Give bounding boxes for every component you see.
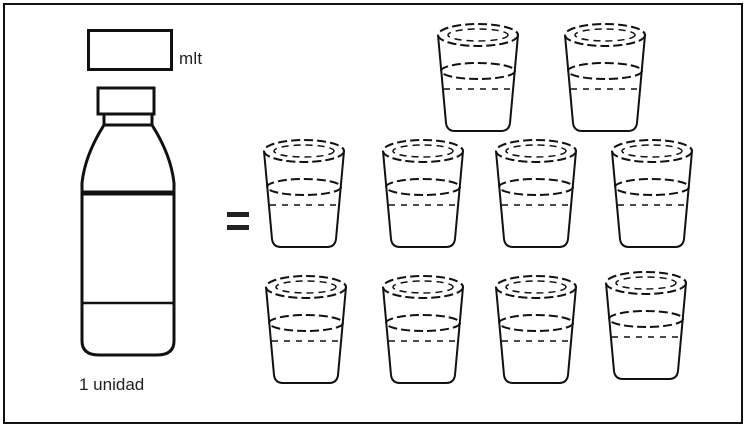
glass-icon [560,19,650,137]
glass-icon [491,135,581,253]
glass-icon [261,271,351,389]
answer-box[interactable] [87,29,173,71]
glass-icon [607,135,697,253]
bottle-icon [71,85,185,375]
glass-icon [601,267,691,385]
glass-icon [491,271,581,389]
equals-sign [227,212,249,230]
glass-icon [378,271,468,389]
glass-icon [378,135,468,253]
worksheet-frame: mlt 1 unidad [3,3,743,424]
unit-label: mlt [179,49,202,69]
bottle-caption: 1 unidad [79,375,144,395]
glass-icon [433,19,523,137]
glass-icon [259,135,349,253]
